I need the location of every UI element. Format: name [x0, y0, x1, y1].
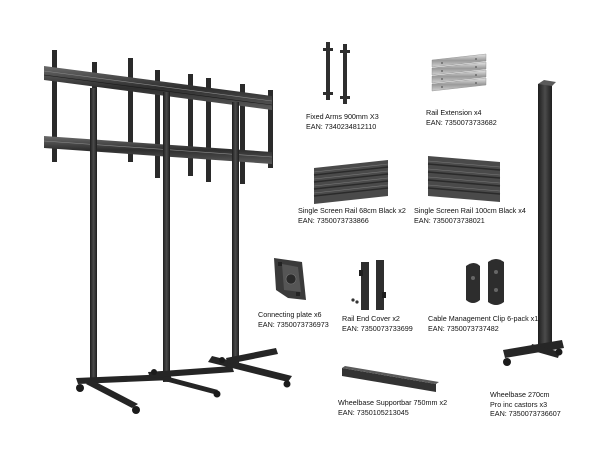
part-label-rail-68: Single Screen Rail 68cm Black x2 EAN: 73… — [298, 206, 406, 225]
part-name: Single Screen Rail 68cm Black x2 — [298, 206, 406, 215]
part-name-line2: Pro inc castors x3 — [490, 399, 548, 409]
part-name: Single Screen Rail 100cm Black x4 — [414, 206, 526, 215]
part-label-fixed-arms: Fixed Arms 900mm X3 EAN: 7340234812110 — [306, 112, 379, 131]
part-name: Cable Management Clip 6-pack x1 — [428, 314, 539, 323]
part-ean: EAN: 7350073738021 — [414, 215, 485, 225]
part-name: Fixed Arms 900mm X3 — [306, 112, 379, 121]
cable-clip-illustration — [466, 259, 504, 305]
part-label-rail-end-cover: Rail End Cover x2 EAN: 7350073733699 — [342, 314, 413, 333]
wheelbase-supportbar-illustration — [342, 366, 439, 392]
part-ean: EAN: 7340234812110 — [306, 121, 377, 131]
part-name: Connecting plate x6 — [258, 310, 322, 319]
part-label-connecting-plate: Connecting plate x6 EAN: 7350073736973 — [258, 310, 329, 329]
fixed-arms-illustration — [323, 42, 350, 104]
part-label-rail-100: Single Screen Rail 100cm Black x4 EAN: 7… — [414, 206, 526, 225]
part-name: Wheelbase Supportbar 750mm x2 — [338, 398, 448, 407]
assembled-stand-illustration — [43, 50, 292, 414]
part-ean: EAN: 7350073733699 — [342, 323, 413, 333]
part-ean: EAN: 7350073733866 — [298, 215, 369, 225]
rail-68-illustration — [313, 160, 389, 204]
wheelbase-270-illustration — [503, 80, 564, 366]
part-name: Wheelbase 270cm — [490, 390, 550, 399]
rail-end-cover-illustration — [351, 260, 386, 310]
part-label-cable-clip: Cable Management Clip 6-pack x1 EAN: 735… — [428, 314, 538, 333]
part-ean: EAN: 7350073733682 — [426, 117, 497, 127]
part-label-wheelbase-270: Wheelbase 270cm Pro inc castors x3 EAN: … — [490, 390, 561, 419]
rail-extension-illustration — [431, 53, 487, 92]
part-label-rail-extension: Rail Extension x4 EAN: 7350073733682 — [426, 108, 497, 127]
part-name: Rail Extension x4 — [426, 108, 482, 117]
rail-100-illustration — [427, 156, 501, 202]
part-ean: EAN: 7350105213045 — [338, 407, 409, 417]
connecting-plate-illustration — [274, 258, 306, 300]
part-ean: EAN: 7350073736973 — [258, 319, 329, 329]
part-ean: EAN: 7350073737482 — [428, 323, 499, 333]
part-ean: EAN: 7350073736607 — [490, 409, 561, 418]
part-label-wheelbase-supportbar: Wheelbase Supportbar 750mm x2 EAN: 73501… — [338, 398, 447, 417]
part-name: Rail End Cover x2 — [342, 314, 400, 323]
